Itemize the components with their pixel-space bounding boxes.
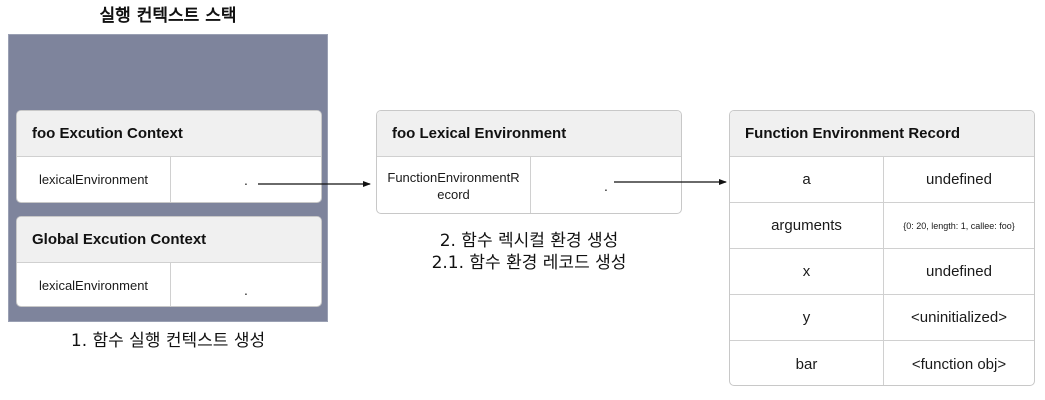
function-environment-record: Function Environment Record a undefined … bbox=[729, 110, 1035, 386]
lexical-environment-row: FunctionEnvironmentRecord . bbox=[377, 157, 681, 213]
context-key: lexicalEnvironment bbox=[17, 157, 171, 202]
record-row: bar <function obj> bbox=[730, 341, 1034, 385]
record-value: undefined bbox=[926, 263, 992, 280]
step-2-caption-line-1: 2. 함수 렉시컬 환경 생성 bbox=[439, 231, 619, 251]
record-value: <uninitialized> bbox=[911, 309, 1007, 326]
context-row: lexicalEnvironment . bbox=[17, 157, 321, 202]
record-value: undefined bbox=[926, 171, 992, 188]
record-key: x bbox=[730, 249, 884, 294]
foo-lexical-environment: foo Lexical Environment FunctionEnvironm… bbox=[376, 110, 682, 214]
stack-title: 실행 컨텍스트 스택 bbox=[99, 6, 237, 26]
record-key: bar bbox=[730, 341, 884, 385]
lexical-environment-title: foo Lexical Environment bbox=[377, 111, 681, 157]
context-row: lexicalEnvironment . bbox=[17, 263, 321, 306]
lexical-environment-key: FunctionEnvironmentRecord bbox=[377, 157, 531, 213]
record-row: x undefined bbox=[730, 249, 1034, 295]
context-key: lexicalEnvironment bbox=[17, 263, 171, 306]
record-row: y <uninitialized> bbox=[730, 295, 1034, 341]
pointer-dot: . bbox=[244, 281, 248, 298]
global-execution-context: Global Excution Context lexicalEnvironme… bbox=[16, 216, 322, 307]
step-2-caption: 2. 함수 렉시컬 환경 생성 2.1. 함수 환경 레코드 생성 bbox=[376, 230, 682, 274]
record-value: <function obj> bbox=[911, 355, 1007, 373]
pointer-dot: . bbox=[244, 171, 248, 188]
lexical-environment-value: . bbox=[531, 157, 681, 213]
record-value: {0: 20, length: 1, callee: foo} bbox=[903, 220, 1015, 231]
record-key: a bbox=[730, 157, 884, 202]
context-title: foo Excution Context bbox=[17, 111, 321, 157]
context-value: . bbox=[171, 157, 321, 202]
record-key: arguments bbox=[730, 203, 884, 248]
step-2-1-caption-line-2: 2.1. 함수 환경 레코드 생성 bbox=[431, 253, 627, 273]
foo-execution-context: foo Excution Context lexicalEnvironment … bbox=[16, 110, 322, 203]
pointer-dot: . bbox=[604, 177, 608, 194]
record-key: y bbox=[730, 295, 884, 340]
execution-context-stack: foo Excution Context lexicalEnvironment … bbox=[8, 34, 328, 322]
step-1-caption: 1. 함수 실행 컨텍스트 생성 bbox=[70, 331, 266, 351]
record-row: arguments {0: 20, length: 1, callee: foo… bbox=[730, 203, 1034, 249]
context-title: Global Excution Context bbox=[17, 217, 321, 263]
context-value: . bbox=[171, 263, 321, 306]
function-environment-record-title: Function Environment Record bbox=[730, 111, 1034, 157]
record-row: a undefined bbox=[730, 157, 1034, 203]
